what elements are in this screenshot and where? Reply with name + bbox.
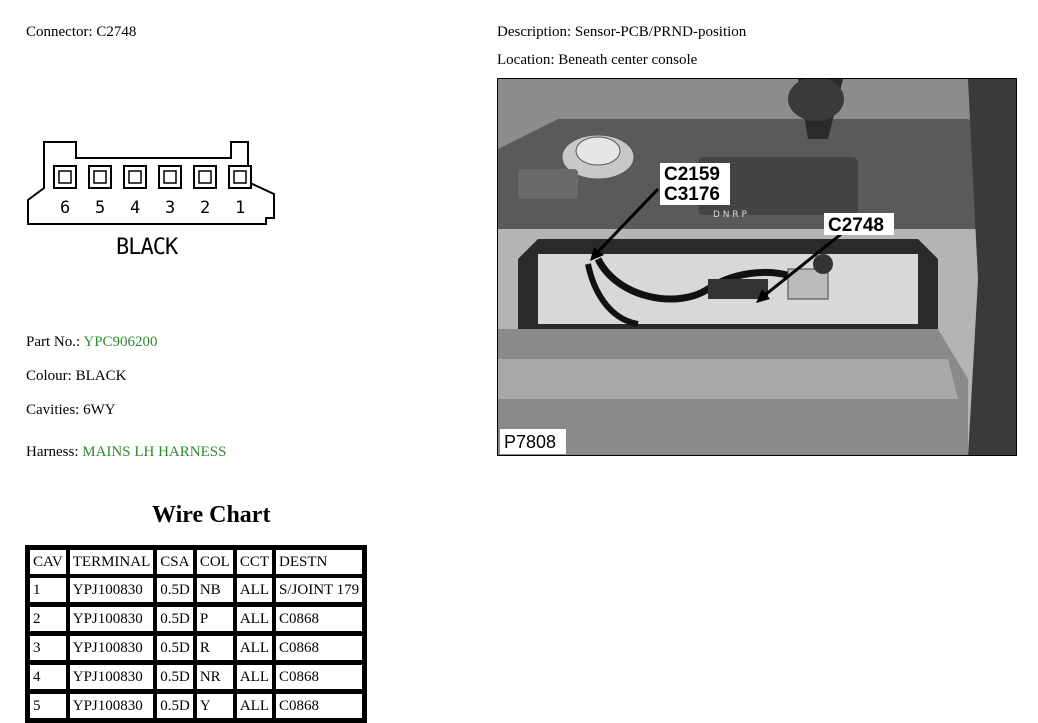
table-header-row: CAV TERMINAL CSA COL CCT DESTN	[28, 548, 365, 576]
part-number-line: Part No.: YPC906200	[26, 334, 158, 351]
connector-line: Connector: C2748	[26, 24, 136, 41]
table-cell: C0868	[274, 691, 365, 720]
table-cell: 0.5D	[155, 604, 195, 633]
pin-terminal	[128, 170, 142, 184]
table-cell: YPJ100830	[67, 691, 156, 720]
table-cell: 4	[28, 662, 68, 691]
header-csa: CSA	[155, 548, 195, 576]
console-illustration: D N R P C2159 C3176 C2748 P7808	[498, 79, 1016, 455]
gear-letters: D N R P	[713, 210, 747, 220]
pin-group: 6 5 4 3 2 1	[53, 165, 252, 218]
table-cell: P	[194, 604, 235, 633]
table-cell: 3	[28, 633, 68, 662]
connector-face-diagram: 6 5 4 3 2 1 BLACK	[27, 141, 275, 260]
table-cell: C0868	[274, 604, 365, 633]
table-cell: C0868	[274, 633, 365, 662]
wire-chart-title: Wire Chart	[152, 502, 271, 528]
table-cell: ALL	[234, 576, 275, 604]
callout-c3176: C3176	[664, 184, 720, 205]
table-cell: YPJ100830	[67, 576, 156, 604]
header-cav: CAV	[28, 548, 68, 576]
table-cell: YPJ100830	[67, 633, 156, 662]
cavities-label: Cavities:	[26, 402, 80, 418]
header-destn: DESTN	[274, 548, 365, 576]
pin-terminal	[58, 170, 72, 184]
harness-link[interactable]: MAINS LH HARNESS	[82, 444, 227, 460]
pin-terminal	[163, 170, 177, 184]
colour-line: Colour: BLACK	[26, 368, 126, 385]
pin-terminal	[233, 170, 247, 184]
location-photo: D N R P C2159 C3176 C2748 P7808	[497, 78, 1017, 456]
pin-number-label: 3	[165, 198, 175, 218]
table-cell: NB	[194, 576, 235, 604]
description-line: Description: Sensor-PCB/PRND-position	[497, 24, 746, 41]
cavities-value: 6WY	[83, 402, 116, 418]
header-col: COL	[194, 548, 235, 576]
header-cct: CCT	[234, 548, 275, 576]
table-cell: 0.5D	[155, 576, 195, 604]
connector-outline	[27, 141, 275, 225]
cavities-line: Cavities: 6WY	[26, 402, 116, 419]
table-cell: ALL	[234, 691, 275, 720]
table-cell: S/JOINT 179	[274, 576, 365, 604]
table-cell: 1	[28, 576, 68, 604]
pin-number-label: 2	[200, 198, 210, 218]
table-cell: 0.5D	[155, 633, 195, 662]
description-label: Description:	[497, 24, 572, 40]
harness-line: Harness: MAINS LH HARNESS	[26, 444, 226, 461]
harness-label: Harness:	[26, 444, 79, 460]
colour-value: BLACK	[75, 368, 127, 384]
table-cell: 0.5D	[155, 662, 195, 691]
callout-c2159: C2159	[664, 164, 720, 185]
pin-number-label: 5	[95, 198, 105, 218]
pin-number-label: 4	[130, 198, 140, 218]
pin-terminal	[93, 170, 107, 184]
table-cell: YPJ100830	[67, 604, 156, 633]
connector-colour-caption: BLACK	[116, 235, 179, 260]
part-number-label: Part No.:	[26, 334, 81, 350]
table-cell: NR	[194, 662, 235, 691]
table-cell: 5	[28, 691, 68, 720]
table-cell: R	[194, 633, 235, 662]
table-cell: ALL	[234, 633, 275, 662]
callout-c2748: C2748	[828, 215, 884, 236]
part-number-link[interactable]: YPC906200	[83, 334, 158, 350]
connector-label: Connector:	[26, 24, 93, 40]
header-terminal: TERMINAL	[67, 548, 156, 576]
figure-id: P7808	[504, 432, 556, 452]
connector-value: C2748	[96, 24, 137, 40]
table-cell: ALL	[234, 604, 275, 633]
colour-label: Colour:	[26, 368, 72, 384]
location-value: Beneath center console	[558, 52, 698, 68]
location-line: Location: Beneath center console	[497, 52, 697, 69]
pin-number-label: 6	[60, 198, 70, 218]
pin-number-label: 1	[235, 198, 245, 218]
table-cell: 0.5D	[155, 691, 195, 720]
table-cell: 2	[28, 604, 68, 633]
table-cell: ALL	[234, 662, 275, 691]
table-cell: C0868	[274, 662, 365, 691]
description-value: Sensor-PCB/PRND-position	[574, 24, 747, 40]
pin-terminal	[198, 170, 212, 184]
table-cell: YPJ100830	[67, 662, 156, 691]
table-cell: Y	[194, 691, 235, 720]
location-label: Location:	[497, 52, 555, 68]
